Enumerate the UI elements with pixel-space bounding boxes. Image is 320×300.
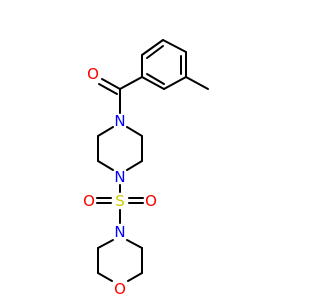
atom-piperazine-n-bottom: N	[114, 168, 125, 186]
bond-ring-inner-1	[146, 45, 164, 59]
atom-sulfonyl-oxygen-right: O	[145, 192, 157, 210]
bond-pip-1	[126, 126, 143, 137]
bond-methyl	[185, 76, 209, 90]
bond-ring-2	[162, 39, 187, 53]
bond-pip-6	[97, 126, 114, 137]
bond-carbonyl-double-1	[101, 78, 121, 90]
bond-carbonyl-double-2	[98, 83, 118, 95]
atom-morpholine-n: N	[114, 223, 125, 241]
atom-morpholine-o: O	[114, 280, 126, 298]
molecule-diagram: O N N S O O N O	[83, 39, 209, 298]
bond-morph-6	[97, 239, 114, 249]
bond-ring-4	[163, 76, 187, 90]
bond-morph-1	[126, 239, 143, 249]
atoms: O N N S O O N O	[83, 65, 157, 298]
bond-morph-4	[97, 272, 113, 282]
bond-morph-3	[127, 272, 143, 282]
bond-carbonyl-ring	[119, 76, 143, 90]
bond-ring-inner-3	[146, 73, 165, 85]
bond-ring-5	[141, 76, 165, 90]
structure-svg: O N N S O O N O	[83, 39, 209, 298]
atom-piperazine-n-top: N	[114, 112, 125, 130]
bond-pip-3	[126, 160, 143, 171]
atom-sulfur: S	[115, 192, 125, 210]
atom-sulfonyl-oxygen-left: O	[83, 192, 95, 210]
bonds	[96, 39, 209, 282]
bond-ring-1	[141, 39, 164, 56]
bond-pip-4	[97, 160, 114, 171]
atom-carbonyl-oxygen: O	[87, 65, 99, 83]
